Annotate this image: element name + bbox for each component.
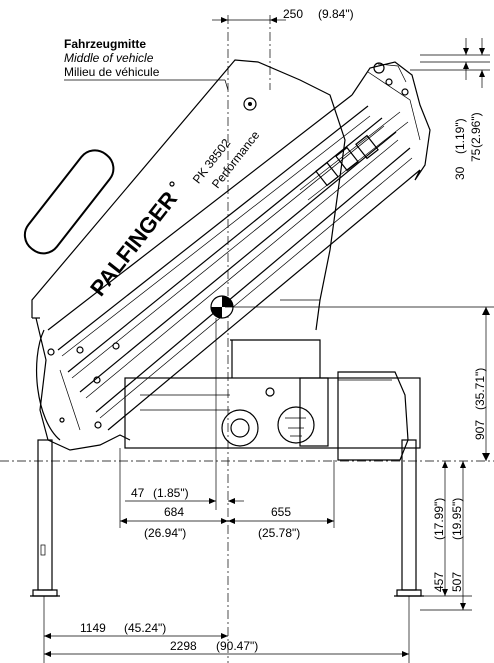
- bolt-icon: [243, 97, 257, 111]
- dim-907-value: 907: [473, 420, 487, 440]
- dim-250: 250 (9.84"): [212, 7, 354, 23]
- boom-bundle: [47, 61, 431, 431]
- dim-75-inch: (2.96"): [469, 112, 483, 148]
- dim-1149-value: 1149: [80, 621, 106, 635]
- dim-507-value: 507: [450, 572, 464, 592]
- outrigger-left: [30, 439, 60, 597]
- dim-457-inch: (17.99"): [432, 498, 446, 540]
- dim-47-value: 47: [131, 486, 145, 500]
- dim-684-655: 684 (26.94") 655 (25.78"): [119, 448, 335, 540]
- title-en: Middle of vehicle: [64, 51, 154, 65]
- crane-base: [124, 299, 421, 461]
- dim-47-inch: (1.85"): [153, 486, 189, 500]
- dim-2298-value: 2298: [170, 639, 197, 653]
- boom-base-joints: [35, 317, 131, 451]
- dim-907: 907 (35.71"): [225, 306, 494, 461]
- vehicle-center-note: Fahrzeugmitte Middle of vehicle Milieu d…: [64, 37, 229, 91]
- dim-right-top: 30 (1.19") 75 (2.96"): [410, 38, 490, 180]
- dim-1149-2298: 1149 (45.24") 2298 (90.47"): [43, 596, 410, 663]
- dim-684-inch: (26.94"): [144, 526, 186, 540]
- dim-684-value: 684: [164, 505, 184, 519]
- dim-250-inch: (9.84"): [318, 7, 354, 21]
- slew-center-mark: [210, 295, 234, 319]
- brand-plate: PALFINGER PK 38502 Performance: [23, 97, 262, 301]
- brand-label: PALFINGER: [85, 186, 182, 300]
- dim-75-value: 75: [469, 148, 483, 162]
- dim-47: 47 (1.85"): [125, 318, 244, 510]
- dim-655-value: 655: [271, 505, 291, 519]
- dim-457-value: 457: [432, 572, 446, 592]
- dim-250-value: 250: [283, 7, 303, 21]
- dim-1149-inch: (45.24"): [124, 621, 166, 635]
- dim-30-value: 30: [453, 166, 467, 180]
- title-fr: Milieu de véhicule: [64, 65, 160, 79]
- title-de: Fahrzeugmitte: [64, 37, 146, 51]
- dim-30-inch: (1.19"): [453, 118, 467, 154]
- dim-457-507: 457 (17.99") 507 (19.95"): [420, 461, 472, 611]
- dim-907-inch: (35.71"): [473, 368, 487, 410]
- outrigger-right: [394, 439, 424, 597]
- dim-2298-inch: (90.47"): [216, 639, 258, 653]
- dim-655-inch: (25.78"): [258, 526, 300, 540]
- dim-507-inch: (19.95"): [450, 498, 464, 540]
